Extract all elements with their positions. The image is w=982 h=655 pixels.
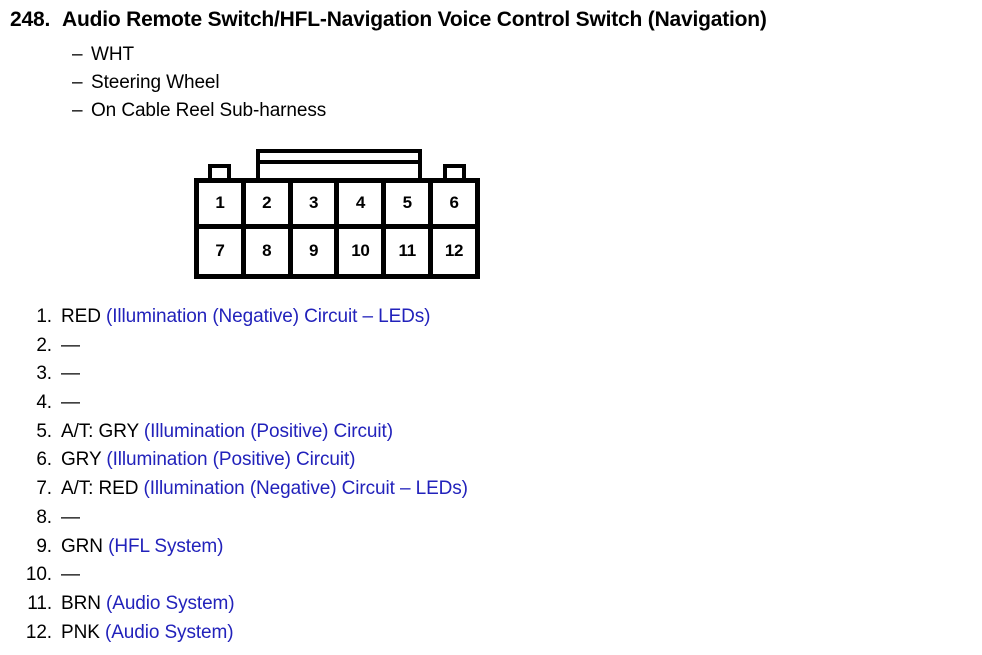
pin-list-item: 6. GRY (Illumination (Positive) Circuit) [14,449,914,478]
connector-pin-cell: 10 [339,228,387,274]
pin-detail: — [61,335,80,357]
connector-pin-cell: 1 [199,183,246,229]
header-subline-label: On Cable Reel Sub-harness [91,100,327,121]
pin-number: 3. [36,363,52,385]
connector-pin-grid: 1 2 3 4 5 6 7 8 9 10 11 12 [199,183,475,274]
pin-list-item: 11. BRN (Audio System) [14,593,914,622]
pin-detail: — [61,507,80,529]
pin-number: 9. [36,535,52,557]
pin-list-item: 12. PNK (Audio System) [14,622,914,651]
connector-pin-cell: 4 [339,183,387,229]
pin-detail: PNK (Audio System) [61,621,234,644]
pin-wire-code: PNK [61,621,100,643]
pin-list-item: 8. — [14,507,914,536]
connector-latch-notch-left [208,164,231,182]
pin-list-item: 2. — [14,335,914,364]
pin-circuit-description: (Illumination (Positive) Circuit) [106,449,356,471]
pin-detail: A/T: RED (Illumination (Negative) Circui… [61,478,468,500]
pin-circuit-description: (Audio System) [104,621,234,643]
pin-circuit-description: (HFL System) [108,535,224,557]
header-subline-harness: –On Cable Reel Sub-harness [72,100,326,122]
pin-empty-marker: — [61,334,80,356]
en-dash-icon: – [72,44,83,65]
pin-number: 11. [27,592,52,614]
pin-detail: — [61,363,80,385]
pin-circuit-description: (Illumination (Negative) Circuit – LEDs) [143,478,468,500]
connector-pin-cell: 11 [386,228,434,274]
pin-detail: GRN (HFL System) [61,536,223,558]
connector-pin-cell: 3 [292,183,340,229]
pin-detail: RED (Illumination (Negative) Circuit – L… [61,306,431,328]
pin-number: 1. [36,306,52,327]
page-title-number: 248. [10,8,51,31]
header-subline-label: Steering Wheel [91,72,220,93]
pin-list-item: 10. — [14,564,914,593]
pin-number: 8. [36,506,52,528]
pin-empty-marker: — [61,363,80,385]
pin-wire-code: BRN [61,592,101,614]
pin-detail: A/T: GRY (Illumination (Positive) Circui… [61,421,393,443]
pin-wire-code: A/T: RED [61,478,139,500]
pin-list-item: 1. RED (Illumination (Negative) Circuit –… [14,306,914,335]
pin-list-item: 7. A/T: RED (Illumination (Negative) Circ… [14,478,914,507]
en-dash-icon: – [72,100,83,121]
pin-empty-marker: — [61,392,80,414]
pin-detail: GRY (Illumination (Positive) Circuit) [61,449,356,471]
pin-number: 12. [25,621,52,643]
page-title: 248. Audio Remote Switch/HFL-Navigation … [10,8,978,32]
pin-wire-code: RED [61,306,101,327]
connector-pin-cell: 8 [245,228,293,274]
pin-number: 4. [36,392,52,414]
pin-list-item: 5. A/T: GRY (Illumination (Positive) Circ… [14,421,914,450]
pin-number: 6. [36,449,52,471]
header-subline-label: WHT [91,44,134,65]
pin-number: 10. [25,564,52,586]
pin-wire-code: GRN [61,535,103,557]
header-subline-location: –Steering Wheel [72,72,220,94]
pin-number: 5. [36,420,52,442]
pin-number: 2. [36,334,52,356]
pin-detail: — [61,392,80,414]
pin-circuit-description: (Illumination (Negative) Circuit – LEDs) [106,306,431,327]
pin-wire-code: GRY [61,449,102,471]
pin-circuit-description: (Illumination (Positive) Circuit) [143,420,393,442]
connector-diagram: 1 2 3 4 5 6 7 8 9 10 11 12 [194,148,480,279]
pin-assignment-list: 1. RED (Illumination (Negative) Circuit –… [14,306,914,650]
header-subline-wire-color: –WHT [72,44,134,66]
pin-list-item: 9. GRN (HFL System) [14,536,914,565]
pin-list-item: 3. — [14,363,914,392]
pin-detail: — [61,564,80,586]
pin-empty-marker: — [61,564,80,586]
pin-list-item: 4. — [14,392,914,421]
connector-pin-cell: 9 [292,228,340,274]
pin-detail: BRN (Audio System) [61,593,235,615]
connector-pin-cell: 6 [433,183,475,229]
page-header: 248. Audio Remote Switch/HFL-Navigation … [10,8,978,32]
pin-wire-code: A/T: GRY [61,420,139,442]
connector-pin-cell: 5 [386,183,434,229]
pin-empty-marker: — [61,506,80,528]
page-title-text: Audio Remote Switch/HFL-Navigation Voice… [62,8,767,31]
connector-top-tab-line [256,160,422,164]
connector-pin-cell: 2 [245,183,293,229]
connector-pin-row-bottom: 7 8 9 10 11 12 [199,228,475,274]
connector-pin-row-top: 1 2 3 4 5 6 [199,183,475,229]
en-dash-icon: – [72,72,83,93]
connector-top-tab [256,149,422,183]
pin-circuit-description: (Audio System) [106,592,235,614]
connector-pin-cell: 7 [199,228,246,274]
connector-pin-cell: 12 [433,228,475,274]
connector-latch-notch-right [443,164,466,182]
pin-number: 7. [36,478,52,500]
